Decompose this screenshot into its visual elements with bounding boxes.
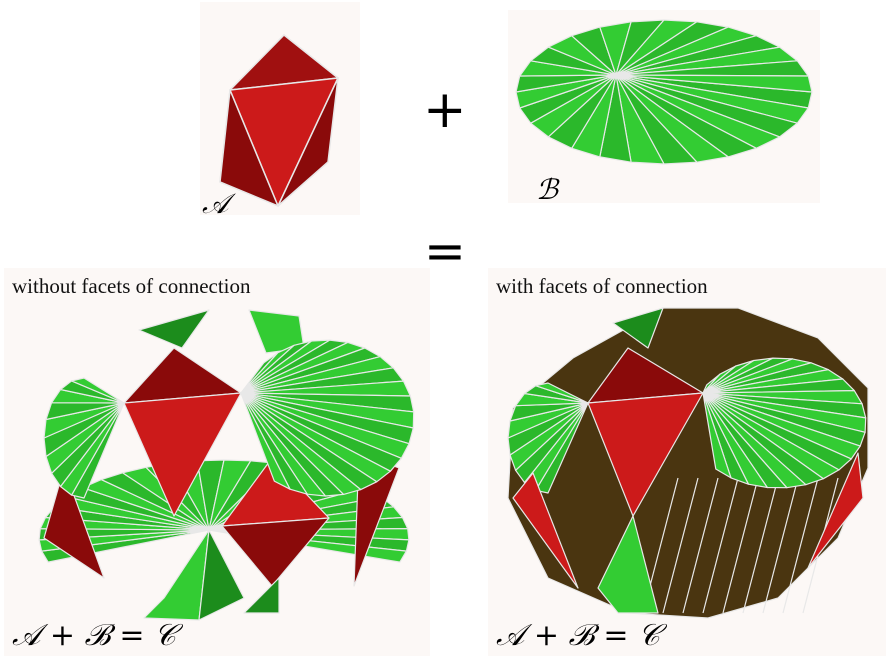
polytope-b-panel: ℬ <box>508 10 820 203</box>
plus-operator: + <box>423 84 467 136</box>
green-facet <box>244 578 279 613</box>
sum-without-connection-panel: without facets of connection 𝒜 + ℬ = 𝒞 <box>4 268 430 656</box>
green-facet <box>144 530 209 620</box>
green-facet <box>139 310 209 348</box>
red-facet <box>222 518 329 586</box>
polytope-a-figure <box>200 2 360 215</box>
sum-with-connection-figure <box>488 268 886 656</box>
polytope-a-panel: 𝒜 <box>200 2 360 215</box>
caption-with-connection: with facets of connection <box>496 274 708 299</box>
equals-operator: = <box>424 226 466 276</box>
sum-with-connection-panel: with facets of connection 𝒜 + ℬ = 𝒞 <box>488 268 886 656</box>
label-a: 𝒜 <box>202 187 229 221</box>
caption-without-connection: without facets of connection <box>12 274 251 299</box>
sum-without-connection-figure <box>4 268 430 656</box>
label-b: ℬ <box>536 173 558 206</box>
equation-with-connection: 𝒜 + ℬ = 𝒞 <box>496 618 660 653</box>
equation-without-connection: 𝒜 + ℬ = 𝒞 <box>12 618 176 653</box>
